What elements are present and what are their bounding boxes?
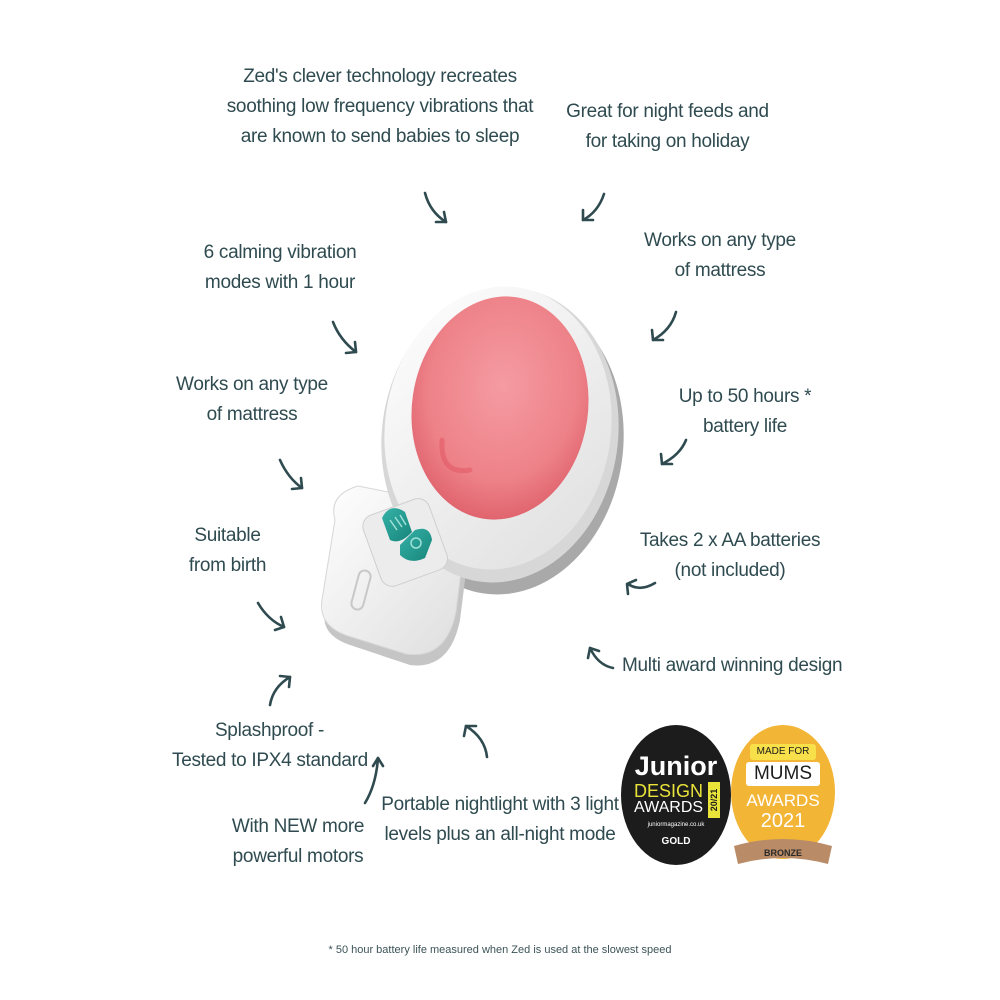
junior-title: Junior [634, 751, 718, 781]
junior-year: 20/21 [709, 788, 719, 812]
feature-line: Zed's clever technology recreates [243, 66, 517, 87]
feature-night-feeds: Great for night feeds and for taking on … [560, 97, 775, 157]
mums-made-for: MADE FOR [756, 746, 810, 757]
feature-line: for taking on holiday [585, 131, 750, 152]
feature-line: Portable nightlight with 3 light [381, 794, 619, 815]
junior-awards: AWARDS [634, 799, 704, 816]
feature-line: Great for night feeds and [566, 101, 769, 122]
feature-line: are known to send babies to sleep [240, 126, 520, 147]
feature-battery-life: Up to 50 hours * battery life [670, 382, 820, 442]
feature-line: soothing low frequency vibrations that [226, 96, 534, 117]
feature-line: Works on any type [644, 230, 796, 251]
junior-design: DESIGN [634, 781, 704, 801]
feature-vibration-modes: 6 calming vibration modes with 1 hour [190, 238, 370, 298]
feature-line: Suitable [194, 525, 261, 546]
feature-line: Takes 2 x AA batteries [639, 530, 821, 551]
feature-line: modes with 1 hour [204, 272, 356, 293]
junior-level: GOLD [661, 836, 691, 847]
battery-footnote: * 50 hour battery life measured when Zed… [328, 944, 672, 956]
mums-title: MUMS [753, 763, 813, 784]
feature-line: 6 calming vibration [203, 242, 357, 263]
feature-line: Up to 50 hours * [678, 386, 812, 407]
feature-batteries: Takes 2 x AA batteries (not included) [630, 526, 830, 586]
feature-suitable-birth: Suitable from birth [175, 521, 280, 581]
mums-level: BRONZE [764, 848, 802, 858]
feature-line: from birth [188, 555, 267, 576]
junior-design-awards-badge: Junior DESIGN AWARDS 20/21 juniormagazin… [620, 724, 732, 866]
junior-url: juniormagazine.co.uk [647, 822, 705, 828]
feature-technology: Zed's clever technology recreates soothi… [220, 62, 540, 152]
zed-device-image [300, 240, 640, 700]
feature-line: powerful motors [232, 846, 364, 867]
feature-line: Multi award winning design [622, 655, 843, 676]
feature-line: With NEW more [231, 816, 365, 837]
feature-award-design: Multi award winning design [622, 651, 843, 681]
feature-line: Splashproof - [214, 720, 325, 741]
feature-motors: With NEW more powerful motors [228, 812, 368, 872]
feature-line: levels plus an all-night mode [384, 824, 616, 845]
feature-mattress-left: Works on any type of mattress [172, 370, 332, 430]
feature-line: of mattress [206, 404, 298, 425]
feature-line: Tested to IPX4 standard [172, 750, 368, 771]
made-for-mums-badge: MADE FOR MUMS AWARDS 2021 BRONZE [728, 724, 838, 874]
feature-line: of mattress [674, 260, 766, 281]
feature-nightlight: Portable nightlight with 3 light levels … [380, 790, 620, 850]
feature-line: Works on any type [176, 374, 328, 395]
feature-line: battery life [702, 416, 788, 437]
feature-splashproof: Splashproof - Tested to IPX4 standard [172, 716, 368, 776]
mums-awards: AWARDS [746, 791, 820, 810]
feature-mattress-right: Works on any type of mattress [630, 226, 810, 286]
feature-line: (not included) [674, 560, 786, 581]
mums-year: 2021 [760, 810, 806, 832]
